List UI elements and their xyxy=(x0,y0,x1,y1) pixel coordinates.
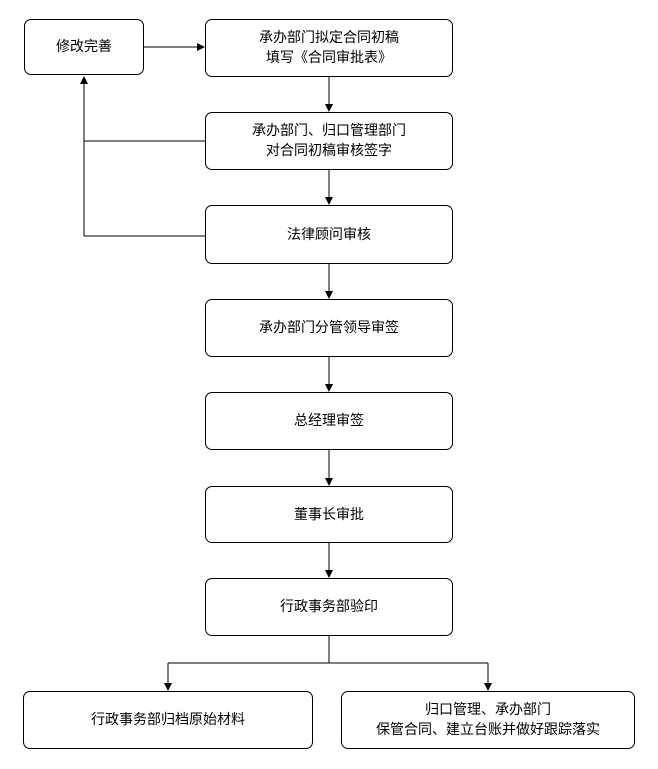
node-custody-line-2: 保管合同、建立台账并做好跟踪落实 xyxy=(376,722,600,738)
node-revise-line-1: 修改完善 xyxy=(56,39,112,55)
node-dept-sign-line-1: 承办部门、归口管理部门 xyxy=(252,123,406,139)
node-gm-sign: 总经理审签 xyxy=(205,392,453,450)
node-draft-line-1: 承办部门拟定合同初稿 xyxy=(259,30,399,46)
node-leader-sign: 承办部门分管领导审签 xyxy=(205,299,453,357)
node-chairman-approve-line-1: 董事长审批 xyxy=(294,506,364,523)
node-draft-line-2: 填写《合同审批表》 xyxy=(266,50,392,66)
node-legal-review: 法律顾问审核 xyxy=(205,205,453,264)
node-seal: 行政事务部验印 xyxy=(205,578,453,636)
node-legal-review-line-1: 法律顾问审核 xyxy=(287,226,371,243)
node-leader-sign-line-1: 承办部门分管领导审签 xyxy=(259,320,399,336)
node-custody-line-1: 归口管理、承办部门 xyxy=(425,702,551,718)
node-archive-line-1: 行政事务部归档原始材料 xyxy=(91,712,245,728)
node-custody: 归口管理、承办部门 保管合同、建立台账并做好跟踪落实 xyxy=(341,691,635,749)
node-chairman-approve: 董事长审批 xyxy=(205,486,453,543)
node-gm-sign-line-1: 总经理审签 xyxy=(294,413,364,429)
node-seal-line-1: 行政事务部验印 xyxy=(280,599,378,615)
node-draft: 承办部门拟定合同初稿 填写《合同审批表》 xyxy=(205,19,453,77)
node-archive: 行政事务部归档原始材料 xyxy=(23,691,313,749)
node-revise: 修改完善 xyxy=(24,19,144,75)
node-dept-sign: 承办部门、归口管理部门 对合同初稿审核签字 xyxy=(205,112,453,170)
node-dept-sign-line-2: 对合同初稿审核签字 xyxy=(266,143,392,159)
